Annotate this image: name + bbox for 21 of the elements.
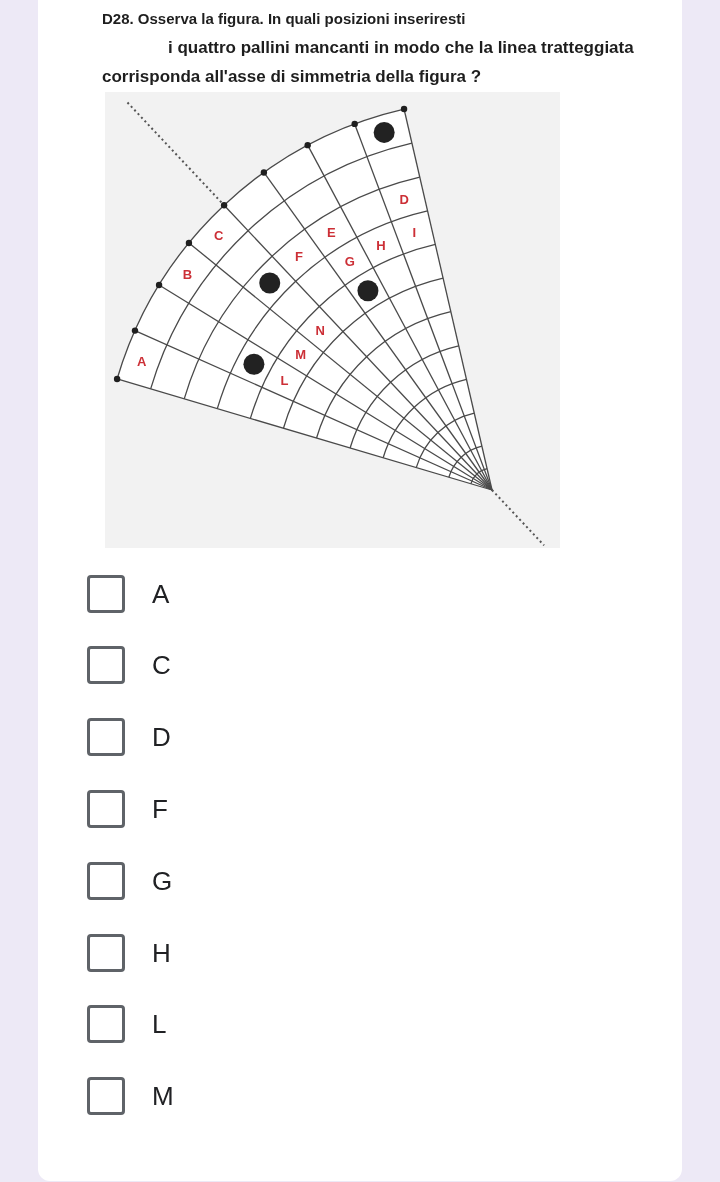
position-letter: G xyxy=(344,254,355,268)
position-letter: N xyxy=(315,323,325,337)
option-label: G xyxy=(152,866,173,895)
option-label: H xyxy=(152,938,171,967)
position-letter: M xyxy=(295,347,307,361)
option-label: F xyxy=(152,794,168,823)
position-letter: L xyxy=(280,373,289,387)
position-letter: H xyxy=(376,238,386,252)
option-label: C xyxy=(152,651,171,680)
option-label: M xyxy=(152,1082,174,1111)
position-letter: A xyxy=(136,354,147,368)
option-label: L xyxy=(152,1010,167,1039)
option-label: A xyxy=(152,579,170,608)
position-letter: F xyxy=(294,249,303,262)
option-label: D xyxy=(152,723,171,752)
position-letter: C xyxy=(214,228,224,242)
question-text: D28. Osserva la figura. In quali posizioni inseriresti i quattro pallini mancanti in modo che la linea tratteggiata corrisponda all'asse di simmetria della figura ? xyxy=(102,9,635,88)
position-letter: B xyxy=(182,267,193,281)
position-letter: E xyxy=(327,225,336,239)
position-letter: I xyxy=(412,225,417,239)
position-letter: D xyxy=(399,192,409,206)
